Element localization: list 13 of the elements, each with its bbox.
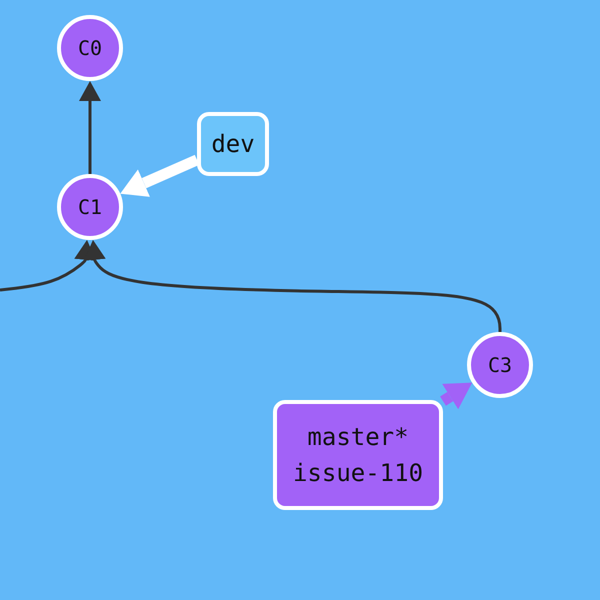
arrow: [0, 240, 96, 292]
branch-name: dev: [211, 129, 255, 160]
commit-id: C1: [78, 194, 102, 221]
arrow: [79, 81, 101, 174]
branch-name: master*: [307, 422, 409, 453]
commit-id: C3: [488, 352, 512, 379]
arrow: [120, 154, 200, 197]
branch-label: [197, 112, 269, 176]
branch-label: [273, 400, 443, 510]
branch-name: issue-110: [292, 458, 424, 489]
commit-id: C0: [78, 35, 102, 62]
arrow: [440, 382, 472, 410]
arrow: [84, 240, 502, 332]
